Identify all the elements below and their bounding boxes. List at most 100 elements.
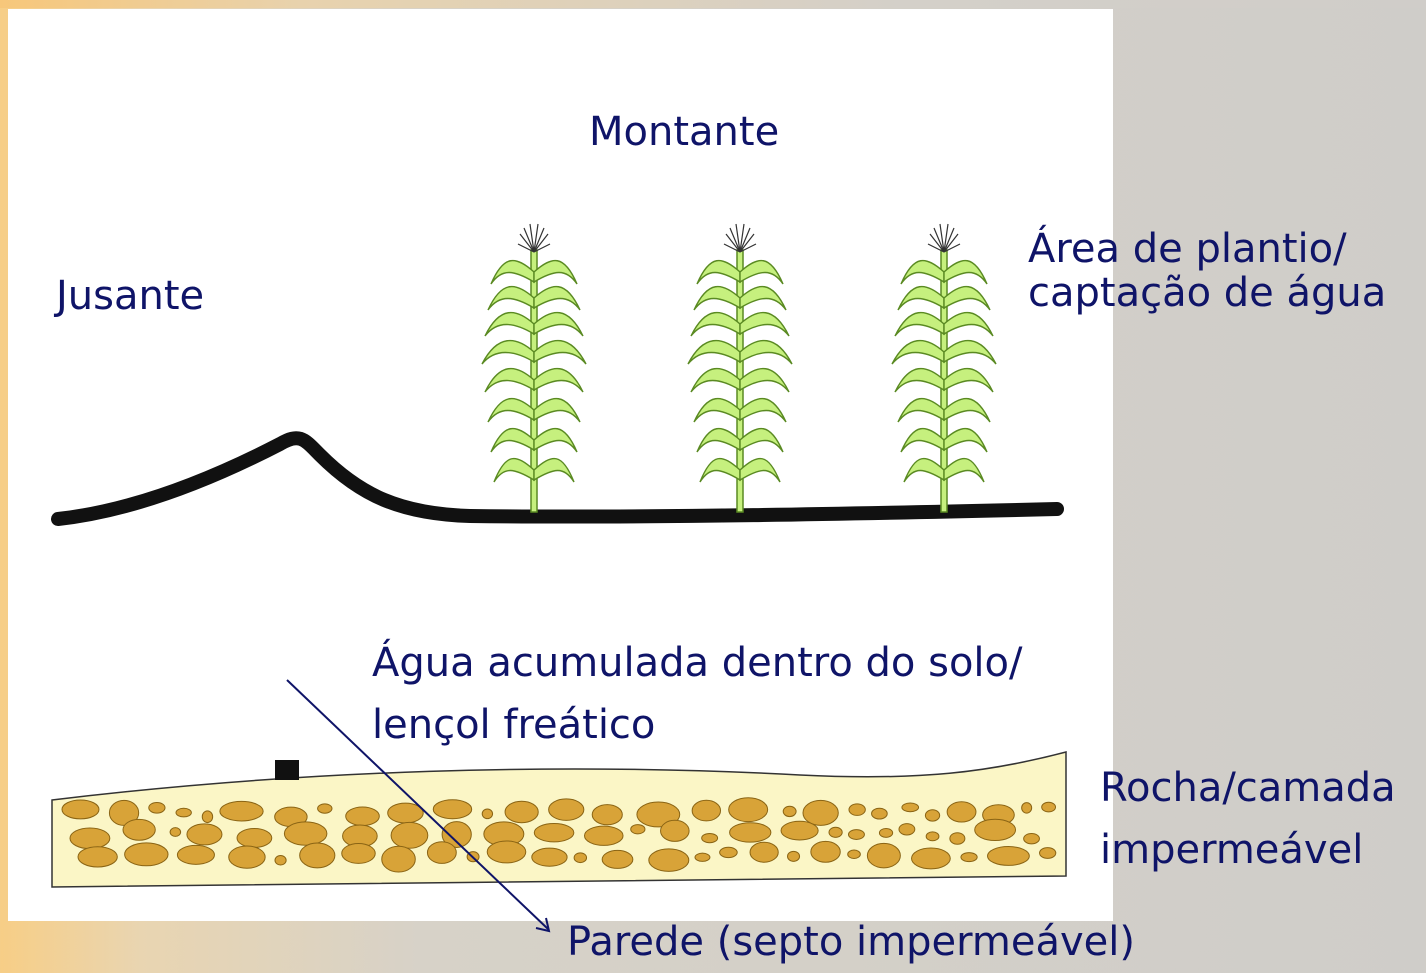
pebble-icon <box>630 824 646 835</box>
plant-tassel-strand <box>739 227 751 253</box>
pebble-icon <box>481 808 494 820</box>
pebble-icon <box>533 822 575 843</box>
plant-leaf <box>739 397 787 423</box>
plant-tassel-strand <box>943 227 955 253</box>
pebble-icon <box>780 820 819 841</box>
pebble-icon <box>124 842 169 867</box>
pebble-icon <box>648 848 690 872</box>
pebble-icon <box>949 832 966 845</box>
plant-tassel-strand <box>517 243 535 253</box>
label-montante: Montante <box>589 109 780 155</box>
plant-leaf <box>900 259 945 285</box>
plant-leaf <box>943 457 985 483</box>
pebble-icon <box>169 827 182 837</box>
plant-tassel-strand <box>729 227 741 253</box>
plant-leaf <box>943 311 994 337</box>
plant-tassel-strand <box>943 243 961 253</box>
pebble-icon <box>1041 801 1057 813</box>
plant-leaf <box>943 367 994 393</box>
pebble-icon <box>749 841 779 863</box>
pebble-icon <box>345 806 380 827</box>
plant-leaf <box>903 457 945 483</box>
label-agua-acumulada: Água acumulada dentro do solo/ lençol fr… <box>372 632 1023 756</box>
pebble-icon <box>148 801 166 814</box>
pebble-icon <box>946 801 977 823</box>
pebble-icon <box>960 852 978 863</box>
plant-leaf <box>739 259 784 285</box>
pebble-icon <box>694 852 711 862</box>
label-rocha: Rocha/camada impermeável <box>1100 757 1396 881</box>
pebble-icon <box>848 803 866 816</box>
parede-arrow-line <box>286 679 549 930</box>
pebble-icon <box>176 844 215 865</box>
pebble-icon <box>847 849 861 860</box>
pebble-icon <box>381 845 416 873</box>
label-jusante: Jusante <box>56 273 205 319</box>
plant-leaf <box>533 397 581 423</box>
plant-leaf <box>739 311 790 337</box>
plant-leaf <box>484 311 535 337</box>
wall-marker-icon <box>275 760 299 780</box>
plant-tassel-strand <box>929 233 945 253</box>
plant-2 <box>687 223 793 513</box>
pebble-icon <box>441 821 472 848</box>
label-rocha-line-1: Rocha/camada <box>1100 765 1396 811</box>
plant-leaf <box>696 427 741 453</box>
plant-leaf <box>699 457 741 483</box>
plant-leaf <box>943 339 997 365</box>
pebble-icon <box>802 799 839 826</box>
pebble-icon <box>299 842 336 869</box>
plant-leaf <box>943 397 991 423</box>
plant-leaf <box>687 339 741 365</box>
pebble-icon <box>728 797 769 823</box>
pebble-icon <box>219 800 264 822</box>
pebble-icon <box>601 849 634 869</box>
plant-leaf <box>943 427 988 453</box>
pebble-icon <box>660 819 690 842</box>
plant-leaf <box>894 367 945 393</box>
pebble-icon <box>228 845 266 869</box>
parede-arrow-head-icon <box>535 917 551 933</box>
pebble-icon <box>1039 847 1057 859</box>
plant-leaf <box>490 427 535 453</box>
pebble-icon <box>787 850 801 862</box>
pebble-icon <box>898 823 916 836</box>
plant-leaf <box>533 367 584 393</box>
plant-leaf <box>739 285 787 311</box>
pebble-icon <box>924 809 941 822</box>
pebble-icon <box>847 829 865 840</box>
pebble-icon <box>974 818 1017 842</box>
pebble-icon <box>729 822 772 843</box>
plant-leaf <box>739 457 781 483</box>
plant-leaf <box>533 259 578 285</box>
plant-leaf <box>693 397 741 423</box>
label-rocha-line-2: impermeável <box>1100 827 1364 873</box>
pebble-icon <box>317 803 333 814</box>
plant-leaf <box>493 457 535 483</box>
pebble-icon <box>548 798 585 821</box>
pebble-icon <box>1021 802 1033 814</box>
pebble-icon <box>283 821 328 846</box>
pebble-icon <box>782 805 797 818</box>
pebble-icon <box>701 832 719 844</box>
pebble-icon <box>925 831 940 842</box>
plant-tassel-strand <box>523 227 535 253</box>
plant-tassel-strand <box>533 227 545 253</box>
plant-leaf <box>693 285 741 311</box>
label-area-line-1: Área de plantio/ <box>1028 226 1347 272</box>
pebble-icon <box>901 802 920 813</box>
plant-leaf <box>481 339 535 365</box>
plant-tassel-strand <box>739 243 757 253</box>
plant-tassel-strand <box>933 227 945 253</box>
pebble-icon <box>236 828 273 848</box>
pebble-icon <box>341 842 376 864</box>
pebble-icon <box>77 846 118 868</box>
plant-1 <box>481 223 587 513</box>
plant-tassel-strand <box>739 223 745 253</box>
plant-leaf <box>533 285 581 311</box>
label-agua-line-1: Água acumulada dentro do solo/ <box>372 640 1023 686</box>
pebble-icon <box>186 823 223 846</box>
plant-leaf <box>943 259 988 285</box>
pebble-icon <box>201 810 214 824</box>
